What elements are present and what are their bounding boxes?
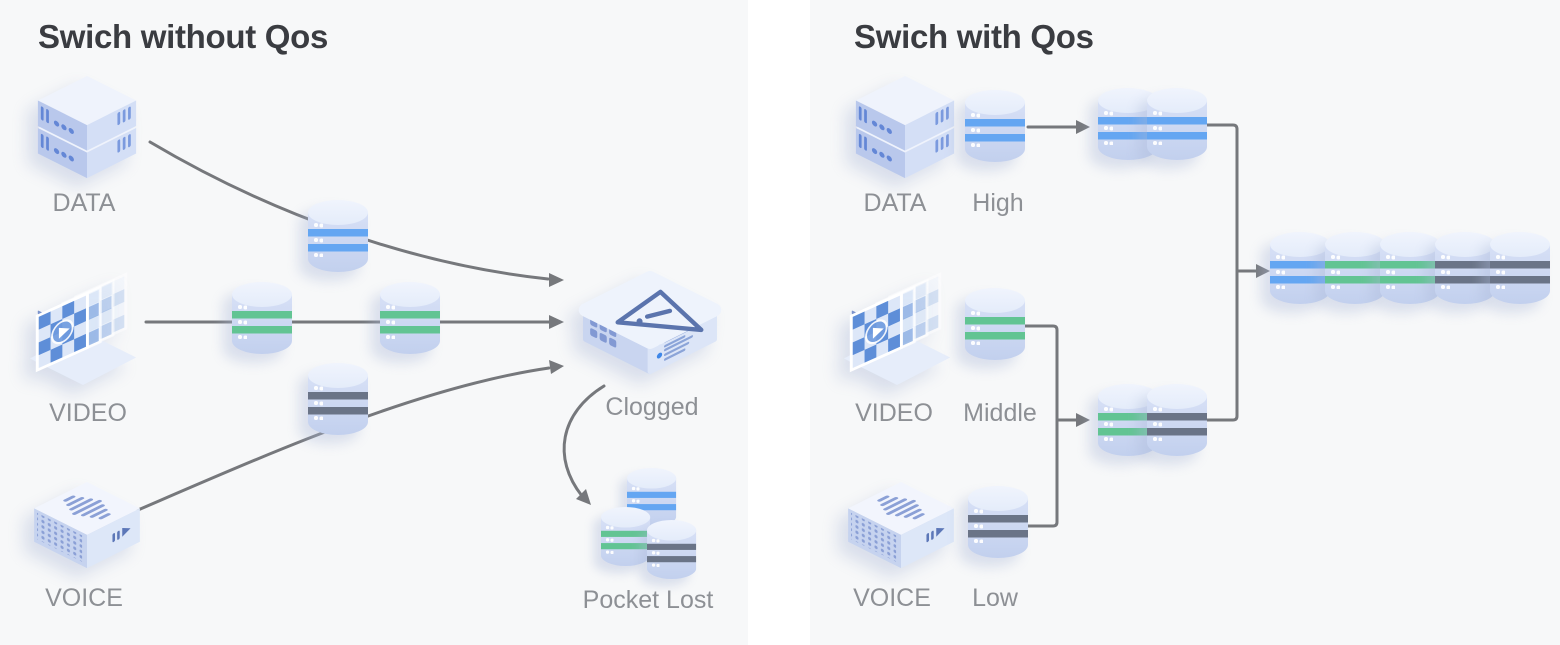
panel-title: Swich with Qos (854, 18, 1094, 55)
panel-without-qos: Swich without Qos DATA VIDEO VOICE Clogg… (0, 0, 748, 645)
voice-label: VOICE (853, 584, 931, 612)
middle-priority-label: Middle (963, 399, 1037, 427)
lost-packet-dark (647, 520, 697, 580)
arrowhead-icon (1256, 264, 1270, 278)
server-stack-icon (846, 74, 964, 184)
packet-cylinder-green (232, 282, 292, 354)
voice-label: VOICE (45, 584, 123, 612)
voice-box-icon (842, 480, 960, 574)
packet-cylinder-green (380, 282, 440, 354)
pocket-lost-label: Pocket Lost (582, 586, 714, 614)
panel-with-qos: Swich with Qos DATA High VIDEO Middle VO… (810, 0, 1560, 645)
low-priority-label: Low (972, 584, 1018, 612)
video-frames-icon (24, 268, 142, 386)
arrowhead-icon (549, 360, 564, 374)
arrowhead-icon (1076, 413, 1090, 427)
packet-cylinder-dark (968, 486, 1028, 558)
output-packet-dark (1490, 232, 1550, 304)
arrowhead-icon (549, 273, 564, 287)
video-label: VIDEO (49, 399, 127, 427)
packet-cylinder-dark (1147, 384, 1207, 456)
packet-cylinder-blue (308, 200, 368, 272)
data-label: DATA (52, 189, 116, 217)
merge-elbow-line (1204, 123, 1239, 422)
data-label: DATA (863, 189, 927, 217)
mid-low-elbow-line (1020, 324, 1059, 528)
arrowhead-icon (1076, 120, 1090, 134)
packet-cylinder-dark (308, 363, 368, 435)
video-label: VIDEO (855, 399, 933, 427)
lost-packet-green (601, 507, 651, 567)
output-packet-green (1380, 232, 1440, 304)
drop-flow-line (562, 384, 606, 498)
output-packet-green (1325, 232, 1385, 304)
output-packet-dark (1435, 232, 1495, 304)
clogged-label: Clogged (605, 393, 699, 421)
server-stack-icon (28, 74, 146, 184)
packet-cylinder-blue (965, 90, 1025, 162)
packet-cylinder-green (965, 288, 1025, 360)
flow-connectors (1020, 120, 1270, 528)
panel-title: Swich without Qos (38, 18, 329, 55)
lost-packet-blue (627, 468, 677, 528)
video-frames-icon (838, 268, 956, 386)
switch-warning-icon (574, 270, 726, 386)
high-priority-label: High (972, 189, 1024, 217)
output-packet-blue (1270, 232, 1330, 304)
arrowhead-icon (549, 315, 564, 329)
arrowhead-icon (576, 489, 591, 505)
packet-cylinder-blue (1147, 88, 1207, 160)
voice-box-icon (28, 480, 146, 574)
